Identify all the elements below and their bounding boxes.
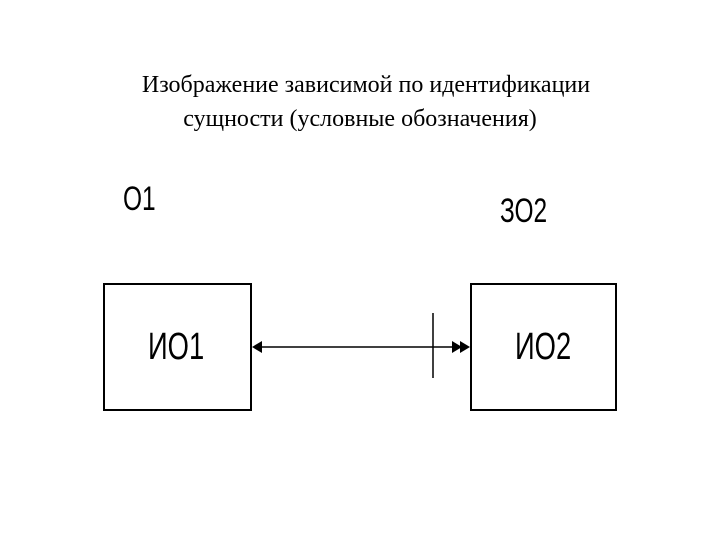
label-zo2: ЗО2 xyxy=(500,192,548,230)
right-arrowhead-2 xyxy=(460,341,470,353)
label-o1: О1 xyxy=(123,180,156,218)
right-arrowhead-1 xyxy=(452,341,462,353)
entity-box-2 xyxy=(470,283,617,411)
title-line-2: сущности (условные обозначения) xyxy=(183,106,537,132)
entity-box-1 xyxy=(103,283,252,411)
entity-label-2: ИО2 xyxy=(515,326,572,368)
left-arrowhead xyxy=(252,341,262,353)
entity-label-1: ИО1 xyxy=(148,326,205,368)
title-line-1: Изображение зависимой по идентификации xyxy=(141,72,591,98)
slide-title: Изображение зависимой по идентификации с… xyxy=(0,68,720,136)
